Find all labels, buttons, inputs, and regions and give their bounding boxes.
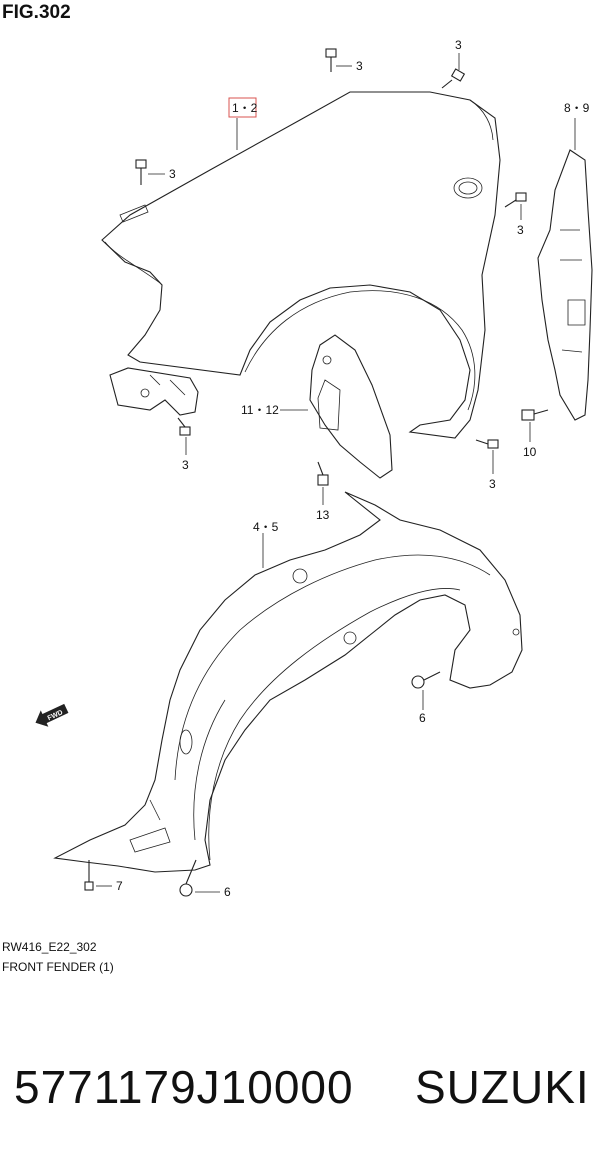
wheel-house-liner xyxy=(53,491,523,873)
forward-direction-arrow-icon: FWD xyxy=(35,703,69,727)
callout-clip-6-bottom[interactable]: 6 xyxy=(224,885,231,899)
fender-rear-bracket xyxy=(537,149,593,421)
front-fender-panel xyxy=(101,91,501,439)
callout-bolt-10[interactable]: 10 xyxy=(523,445,537,459)
bolt-icon-right xyxy=(504,192,527,208)
screw-7-icon xyxy=(84,860,94,891)
part-number: 5771179J10000 xyxy=(14,1061,354,1113)
fender-callout-highlight xyxy=(228,97,257,118)
leader-lines xyxy=(96,53,576,893)
bolt-10-icon xyxy=(521,409,549,421)
diagram-reference-code: RW416_E22_302 xyxy=(2,940,97,954)
brand-name: SUZUKI xyxy=(415,1061,590,1113)
diagram-section-title: FRONT FENDER (1) xyxy=(2,960,114,974)
callout-bolt-top[interactable]: 3 xyxy=(356,59,363,73)
callout-screw-7[interactable]: 7 xyxy=(116,879,123,893)
bolt-icon-bracket xyxy=(177,417,191,436)
callout-bolt-lower-right[interactable]: 3 xyxy=(489,477,496,491)
fender-front-bracket xyxy=(109,367,199,416)
callout-clip-6-right[interactable]: 6 xyxy=(419,711,426,725)
callout-screw-13[interactable]: 13 xyxy=(316,508,330,522)
callout-bolt-left[interactable]: 3 xyxy=(169,167,176,181)
callout-liner[interactable]: 4・5 xyxy=(253,520,279,534)
exploded-parts-diagram: 1・2 3 3 3 3 8・9 3 3 10 11・12 13 4・5 6 6 … xyxy=(35,38,593,899)
screw-13-icon xyxy=(317,461,329,486)
clip-6-bottom-icon xyxy=(179,859,197,897)
callout-bolt-top-right[interactable]: 3 xyxy=(455,38,462,52)
bolt-icon-lower-right xyxy=(475,439,499,449)
figure-title: FIG.302 xyxy=(2,2,71,23)
clip-6-right-icon xyxy=(411,671,441,689)
callout-bolt-bracket[interactable]: 3 xyxy=(182,458,189,472)
callout-bolt-right[interactable]: 3 xyxy=(517,223,524,237)
bolt-icon-left xyxy=(135,159,147,185)
bolt-icon-top-right xyxy=(441,68,466,89)
callout-fender[interactable]: 1・2 xyxy=(232,101,258,115)
bolt-icon-top xyxy=(325,48,337,72)
fender-middle-bracket xyxy=(309,334,393,479)
callout-bracket-right[interactable]: 8・9 xyxy=(564,101,590,115)
callout-bracket-mid[interactable]: 11・12 xyxy=(241,403,279,417)
